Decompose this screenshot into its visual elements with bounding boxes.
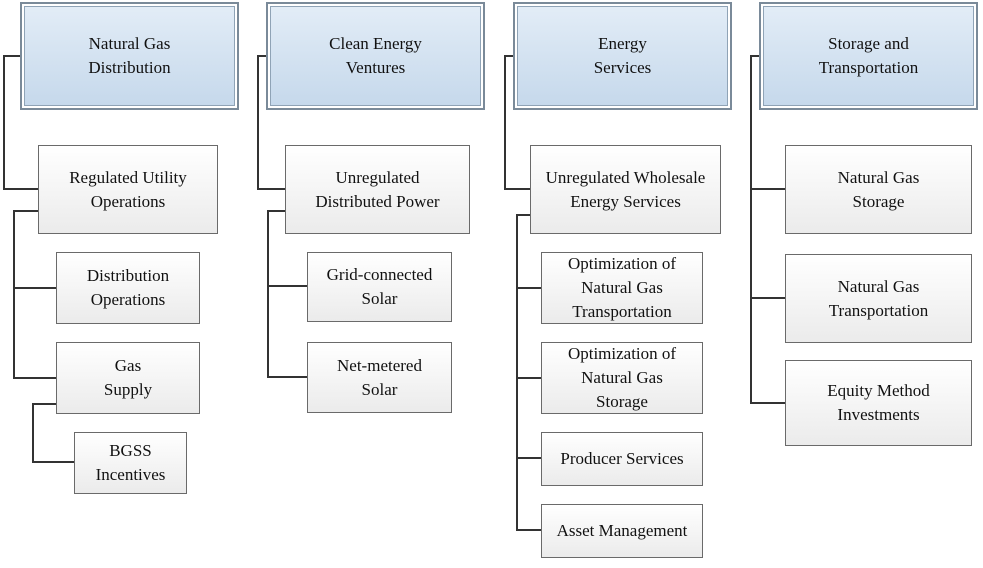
header-natural-gas-distribution: Natural Gas Distribution [20,2,239,110]
node-distribution-operations: Distribution Operations [56,252,200,324]
connector-gassupply-to-bgss [32,403,74,463]
node-asset-management: Asset Management [541,504,703,558]
node-regulated-utility-operations: Regulated Utility Operations [38,145,218,234]
header-storage-and-transportation: Storage and Transportation [759,2,978,110]
node-unregulated-wholesale-energy-services: Unregulated Wholesale Energy Services [530,145,721,234]
node-label: Unregulated Wholesale Energy Services [545,167,706,211]
node-natural-gas-transportation: Natural Gas Transportation [785,254,972,343]
node-label: BGSS Incentives [95,441,166,484]
node-label: Optimization of Natural Gas Transportati… [567,254,677,321]
header-label: Storage and Transportation [818,34,919,77]
node-gas-supply: Gas Supply [56,342,200,414]
node-label: Equity Method Investments [827,381,930,424]
connector-es-to-wholesale [504,55,530,190]
node-label: Asset Management [556,521,688,540]
header-label: Energy Services [593,34,652,77]
header-energy-services: Energy Services [513,2,732,110]
node-label: Producer Services [560,449,684,468]
node-label: Unregulated Distributed Power [315,167,440,211]
node-label: Natural Gas Storage [837,167,920,211]
node-label: Distribution Operations [86,266,170,309]
header-label: Natural Gas Distribution [88,34,171,77]
node-grid-connected-solar: Grid-connected Solar [307,252,452,322]
node-label: Regulated Utility Operations [69,167,187,211]
node-label: Optimization of Natural Gas Storage [567,344,677,411]
node-equity-method-investments: Equity Method Investments [785,360,972,446]
connector-st-to-children [750,55,785,404]
node-label: Gas Supply [103,356,153,399]
connector-regulated-to-children [13,210,56,379]
connector-ngd-to-regulated [3,55,38,190]
header-label: Clean Energy Ventures [329,34,422,77]
node-optimization-natural-gas-storage: Optimization of Natural Gas Storage [541,342,703,414]
node-natural-gas-storage: Natural Gas Storage [785,145,972,234]
node-label: Grid-connected Solar [326,265,433,308]
header-clean-energy-ventures: Clean Energy Ventures [266,2,485,110]
node-bgss-incentives: BGSS Incentives [74,432,187,494]
node-unregulated-distributed-power: Unregulated Distributed Power [285,145,470,234]
node-label: Net-metered Solar [337,355,422,399]
connector-cev-to-unregulated [257,55,285,190]
connector-unregulated-to-solar [267,210,307,378]
node-net-metered-solar: Net-metered Solar [307,342,452,413]
node-producer-services: Producer Services [541,432,703,486]
node-label: Natural Gas Transportation [828,276,929,320]
node-optimization-natural-gas-transportation: Optimization of Natural Gas Transportati… [541,252,703,324]
connector-wholesale-to-children [516,214,541,531]
